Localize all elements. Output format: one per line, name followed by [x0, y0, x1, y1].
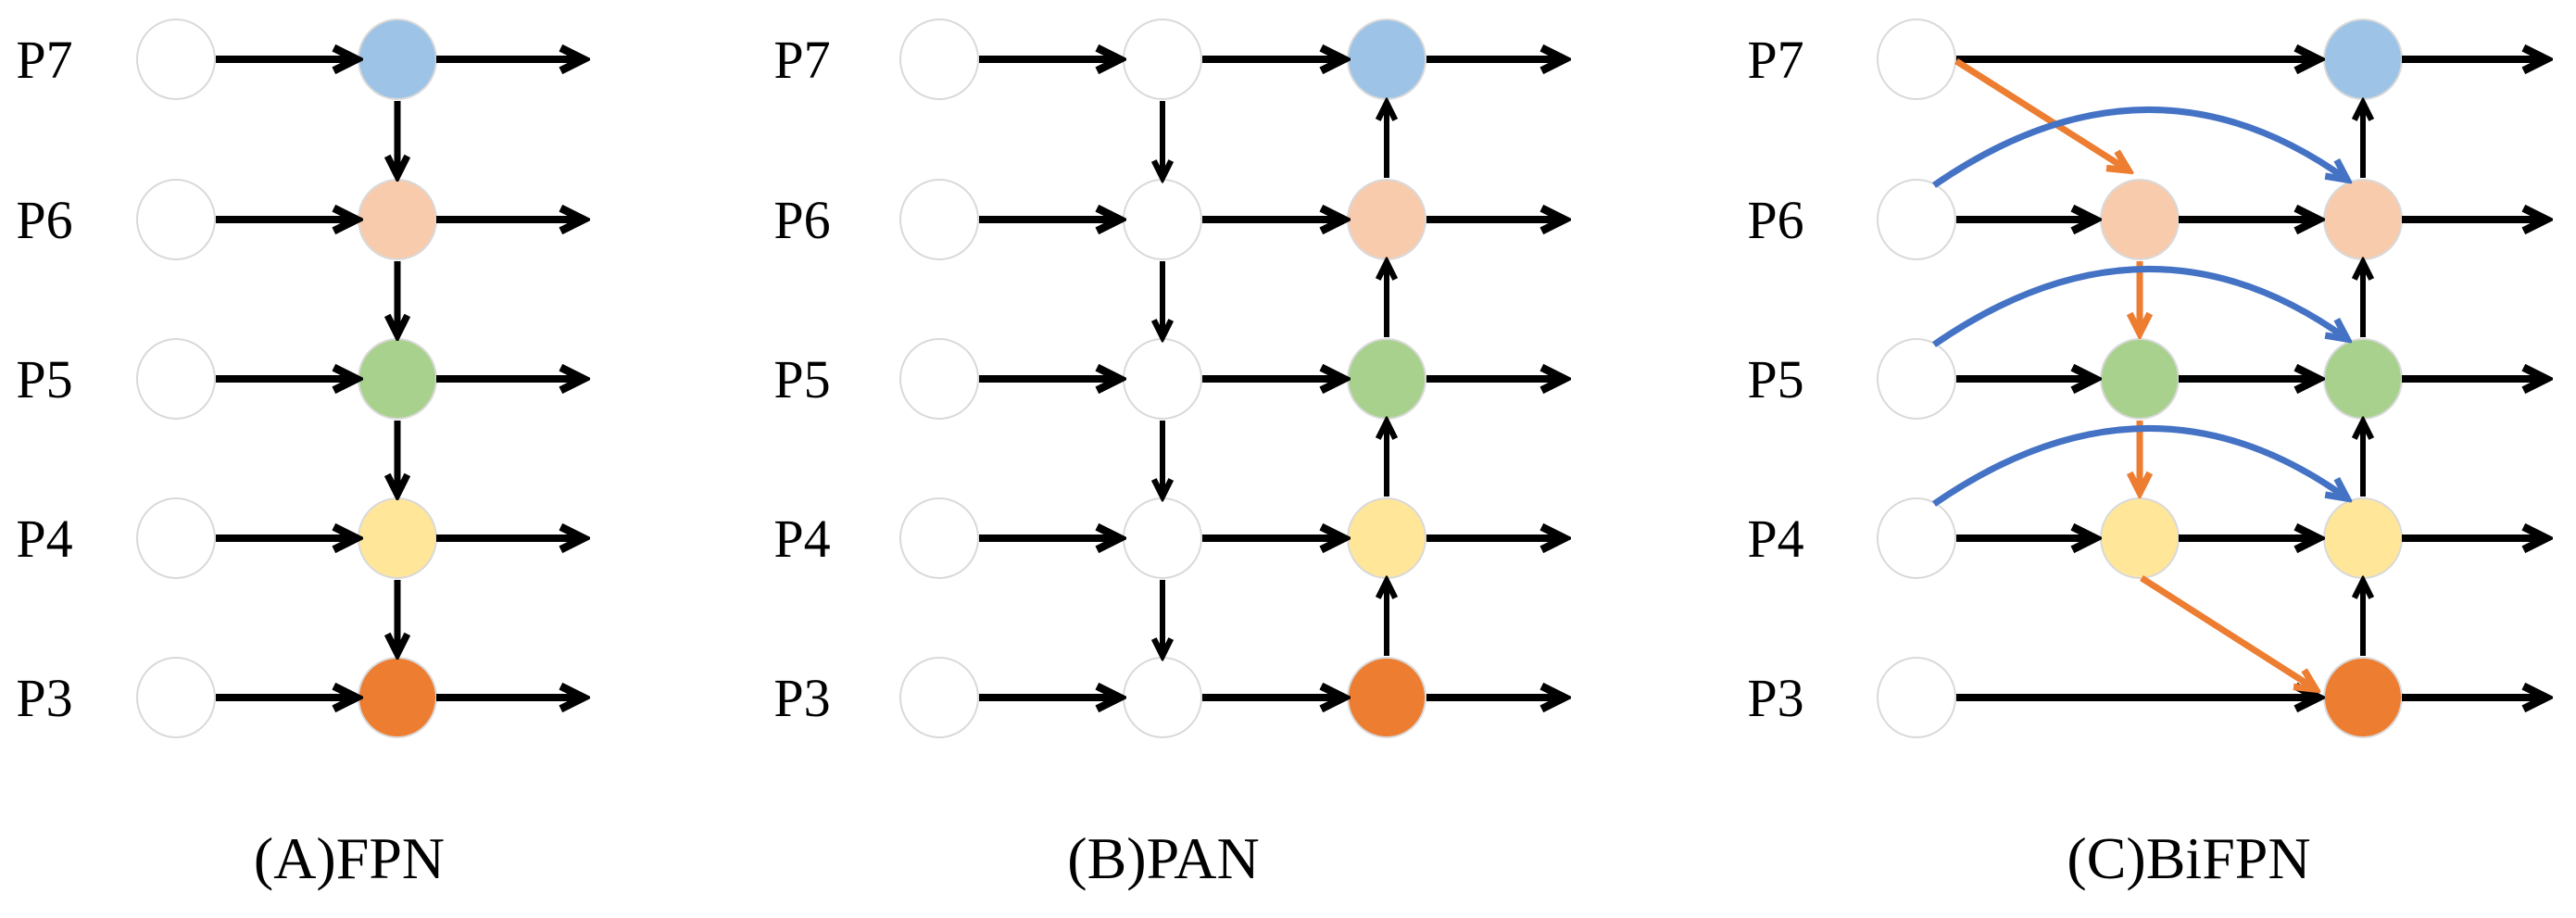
- node-p5: [2323, 338, 2403, 420]
- node-p6: [2100, 179, 2180, 260]
- node-white: [1877, 179, 1956, 260]
- node-p3: [1347, 657, 1426, 738]
- node-white: [136, 179, 216, 260]
- node-white: [899, 338, 979, 420]
- node-white: [1123, 338, 1202, 420]
- row-label-p7-pan: P7: [773, 30, 830, 90]
- edge-orange: [2140, 575, 2316, 689]
- node-p4: [1347, 497, 1426, 579]
- node-p7: [2323, 19, 2403, 100]
- edge-skip-arc: [1932, 107, 2347, 188]
- node-p6: [1347, 179, 1426, 260]
- node-white: [136, 19, 216, 100]
- panel-caption-fpn: (A)FPN: [254, 825, 445, 891]
- node-white: [1123, 657, 1202, 738]
- node-white: [1877, 657, 1956, 738]
- row-label-p5-pan: P5: [773, 349, 830, 409]
- node-p7: [1347, 19, 1426, 100]
- node-p6: [2323, 179, 2403, 260]
- node-white: [1877, 19, 1956, 100]
- node-white: [899, 497, 979, 579]
- row-label-p5-bifpn: P5: [1747, 349, 1803, 409]
- row-label-p3-bifpn: P3: [1747, 668, 1803, 728]
- node-white: [899, 179, 979, 260]
- row-label-p5-fpn: P5: [16, 349, 72, 409]
- node-p3: [358, 657, 437, 738]
- row-label-p6-bifpn: P6: [1747, 190, 1803, 250]
- node-white: [1877, 497, 1956, 579]
- node-p5: [358, 338, 437, 420]
- node-p4: [2323, 497, 2403, 579]
- row-label-p6-fpn: P6: [16, 190, 72, 250]
- panel-caption-bifpn: (C)BiFPN: [2067, 825, 2310, 891]
- row-label-p4-bifpn: P4: [1747, 509, 1803, 569]
- node-p4: [358, 497, 437, 579]
- row-label-p4-fpn: P4: [16, 509, 72, 569]
- edge-skip-arc: [1932, 425, 2347, 507]
- node-p7: [358, 19, 437, 100]
- panel-caption-pan: (B)PAN: [1067, 825, 1259, 891]
- node-white: [136, 497, 216, 579]
- node-white: [136, 338, 216, 420]
- edge-skip-arc: [1932, 266, 2347, 347]
- row-label-p3-fpn: P3: [16, 668, 72, 728]
- row-label-p7-fpn: P7: [16, 30, 72, 90]
- edge-orange: [1954, 58, 2129, 170]
- node-white: [1123, 497, 1202, 579]
- node-white: [1123, 179, 1202, 260]
- node-p4: [2100, 497, 2180, 579]
- row-label-p6-pan: P6: [773, 190, 830, 250]
- node-white: [1877, 338, 1956, 420]
- node-p5: [2100, 338, 2180, 420]
- row-label-p3-pan: P3: [773, 668, 830, 728]
- row-label-p4-pan: P4: [773, 509, 830, 569]
- node-p3: [2323, 657, 2403, 738]
- node-white: [899, 19, 979, 100]
- node-white: [1123, 19, 1202, 100]
- node-p5: [1347, 338, 1426, 420]
- row-label-p7-bifpn: P7: [1747, 30, 1803, 90]
- node-white: [136, 657, 216, 738]
- node-p6: [358, 179, 437, 260]
- node-white: [899, 657, 979, 738]
